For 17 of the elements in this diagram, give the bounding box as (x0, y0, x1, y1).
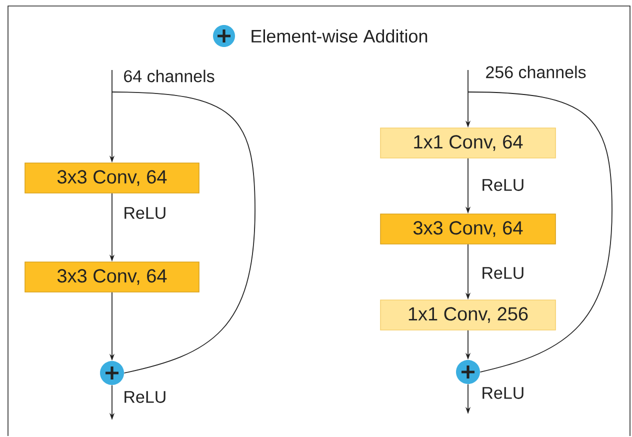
edge-label: 256 channels (486, 66, 586, 78)
edge-label: 64 channels (124, 70, 214, 82)
addition-circle (100, 361, 124, 385)
conv-layer-box: 1x1 Conv, 64 (380, 128, 556, 158)
conv-layer-box: 3x3 Conv, 64 (380, 214, 556, 244)
addition-circle (456, 360, 480, 384)
conv-layer-box: 3x3 Conv, 64 (24, 162, 200, 194)
conv-layer-box: 1x1 Conv, 256 (380, 300, 556, 330)
edge-label: ReLU (124, 391, 166, 403)
skip-connection (468, 92, 612, 372)
edge-label: ReLU (124, 207, 166, 219)
edge-label: ReLU (482, 267, 524, 279)
edge-label: ReLU (482, 179, 524, 191)
skip-connection (112, 92, 256, 374)
conv-layer-box: 3x3 Conv, 64 (24, 262, 200, 292)
edge-label: ReLU (482, 387, 524, 399)
legend-text: Element-wise Addition (252, 29, 428, 43)
